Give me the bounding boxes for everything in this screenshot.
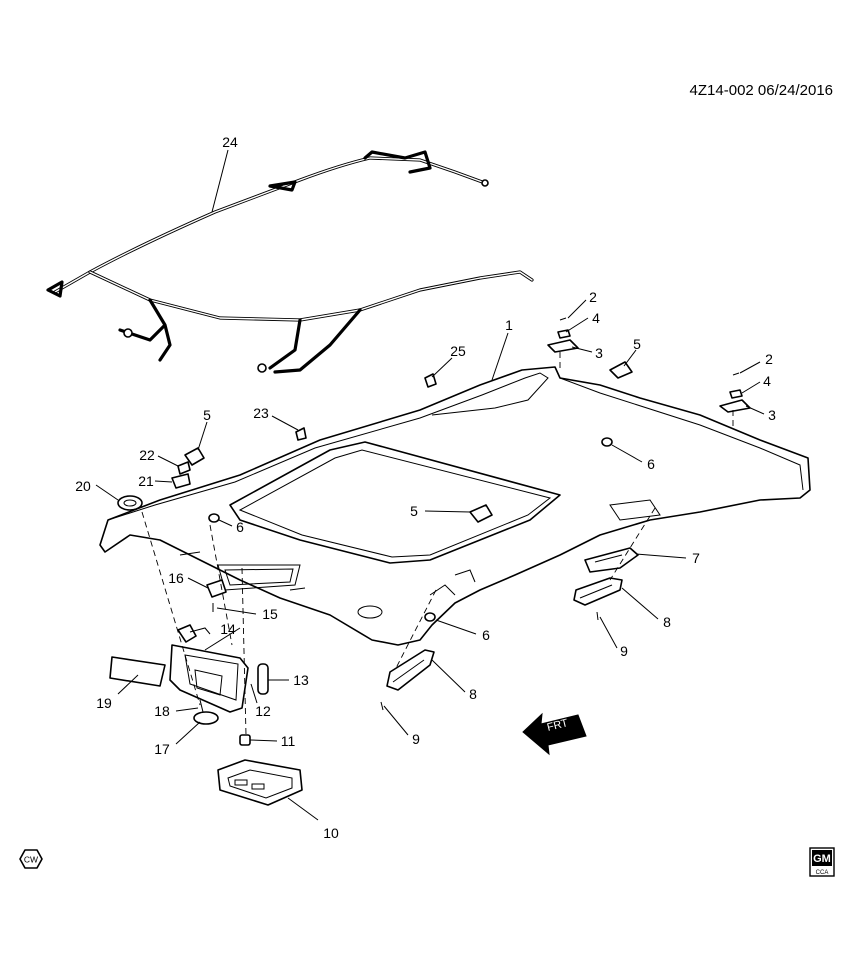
- callout-21: 21: [138, 473, 154, 489]
- drawing-id: 4Z14-002 06/24/2016: [690, 82, 833, 99]
- callout-15: 15: [262, 606, 278, 622]
- callout-4: 4: [592, 310, 600, 326]
- sunvisor-support: [117, 495, 143, 511]
- callout-17: 17: [154, 741, 170, 757]
- cw-badge: CW: [19, 849, 43, 869]
- gm-logo-subtext: CCA: [816, 870, 829, 876]
- callout-5: 5: [203, 407, 211, 423]
- callout-12: 12: [255, 703, 271, 719]
- callout-1: 1: [505, 317, 513, 333]
- callout-10: 10: [323, 825, 339, 841]
- visor-label: [109, 656, 166, 687]
- callout-19: 19: [96, 695, 112, 711]
- callout-8: 8: [663, 614, 671, 630]
- visor-lamp-lens: [257, 663, 269, 695]
- callout-3: 3: [595, 345, 603, 361]
- callout-20: 20: [75, 478, 91, 494]
- gm-logo-text: GM: [813, 853, 831, 865]
- callout-5: 5: [410, 503, 418, 519]
- front-direction-arrow: FRT: [522, 712, 587, 756]
- callout-5: 5: [633, 336, 641, 352]
- callout-9: 9: [620, 643, 628, 659]
- callout-6: 6: [647, 456, 655, 472]
- leader-lines: [95, 149, 765, 821]
- sunvisor: [169, 624, 249, 713]
- visor-retainer: [193, 711, 219, 725]
- callout-24: 24: [222, 134, 238, 150]
- callout-7: 7: [692, 550, 700, 566]
- wiring-harness: [46, 150, 534, 374]
- callout-8: 8: [469, 686, 477, 702]
- callout-14: 14: [220, 621, 236, 637]
- callout-6: 6: [236, 519, 244, 535]
- callout-16: 16: [168, 570, 184, 586]
- callout-23: 23: [253, 405, 269, 421]
- assist-handles: [380, 547, 639, 711]
- callout-22: 22: [139, 447, 155, 463]
- clips-fasteners: [171, 317, 751, 622]
- frt-label: FRT: [546, 717, 570, 734]
- visor-screw: [199, 699, 204, 713]
- callout-11: 11: [281, 733, 296, 749]
- callout-3: 3: [768, 407, 776, 423]
- console-nut: [239, 734, 251, 746]
- overhead-console: [217, 759, 303, 806]
- callout-25: 25: [450, 343, 466, 359]
- callout-2: 2: [765, 351, 773, 367]
- gm-logo: GM CCA: [809, 847, 835, 877]
- callout-9: 9: [412, 731, 420, 747]
- callout-13: 13: [293, 672, 309, 688]
- cw-label: CW: [24, 855, 38, 865]
- callout-18: 18: [154, 703, 170, 719]
- assembly-lines: [141, 352, 734, 736]
- callout-6: 6: [482, 627, 490, 643]
- callout-4: 4: [763, 373, 771, 389]
- callout-2: 2: [589, 289, 597, 305]
- callout-labels: 24 1 2 4 3 5 25 2 4 3 5 23 22 21 20 6 6 …: [75, 134, 776, 841]
- headliner-panel: [99, 366, 811, 646]
